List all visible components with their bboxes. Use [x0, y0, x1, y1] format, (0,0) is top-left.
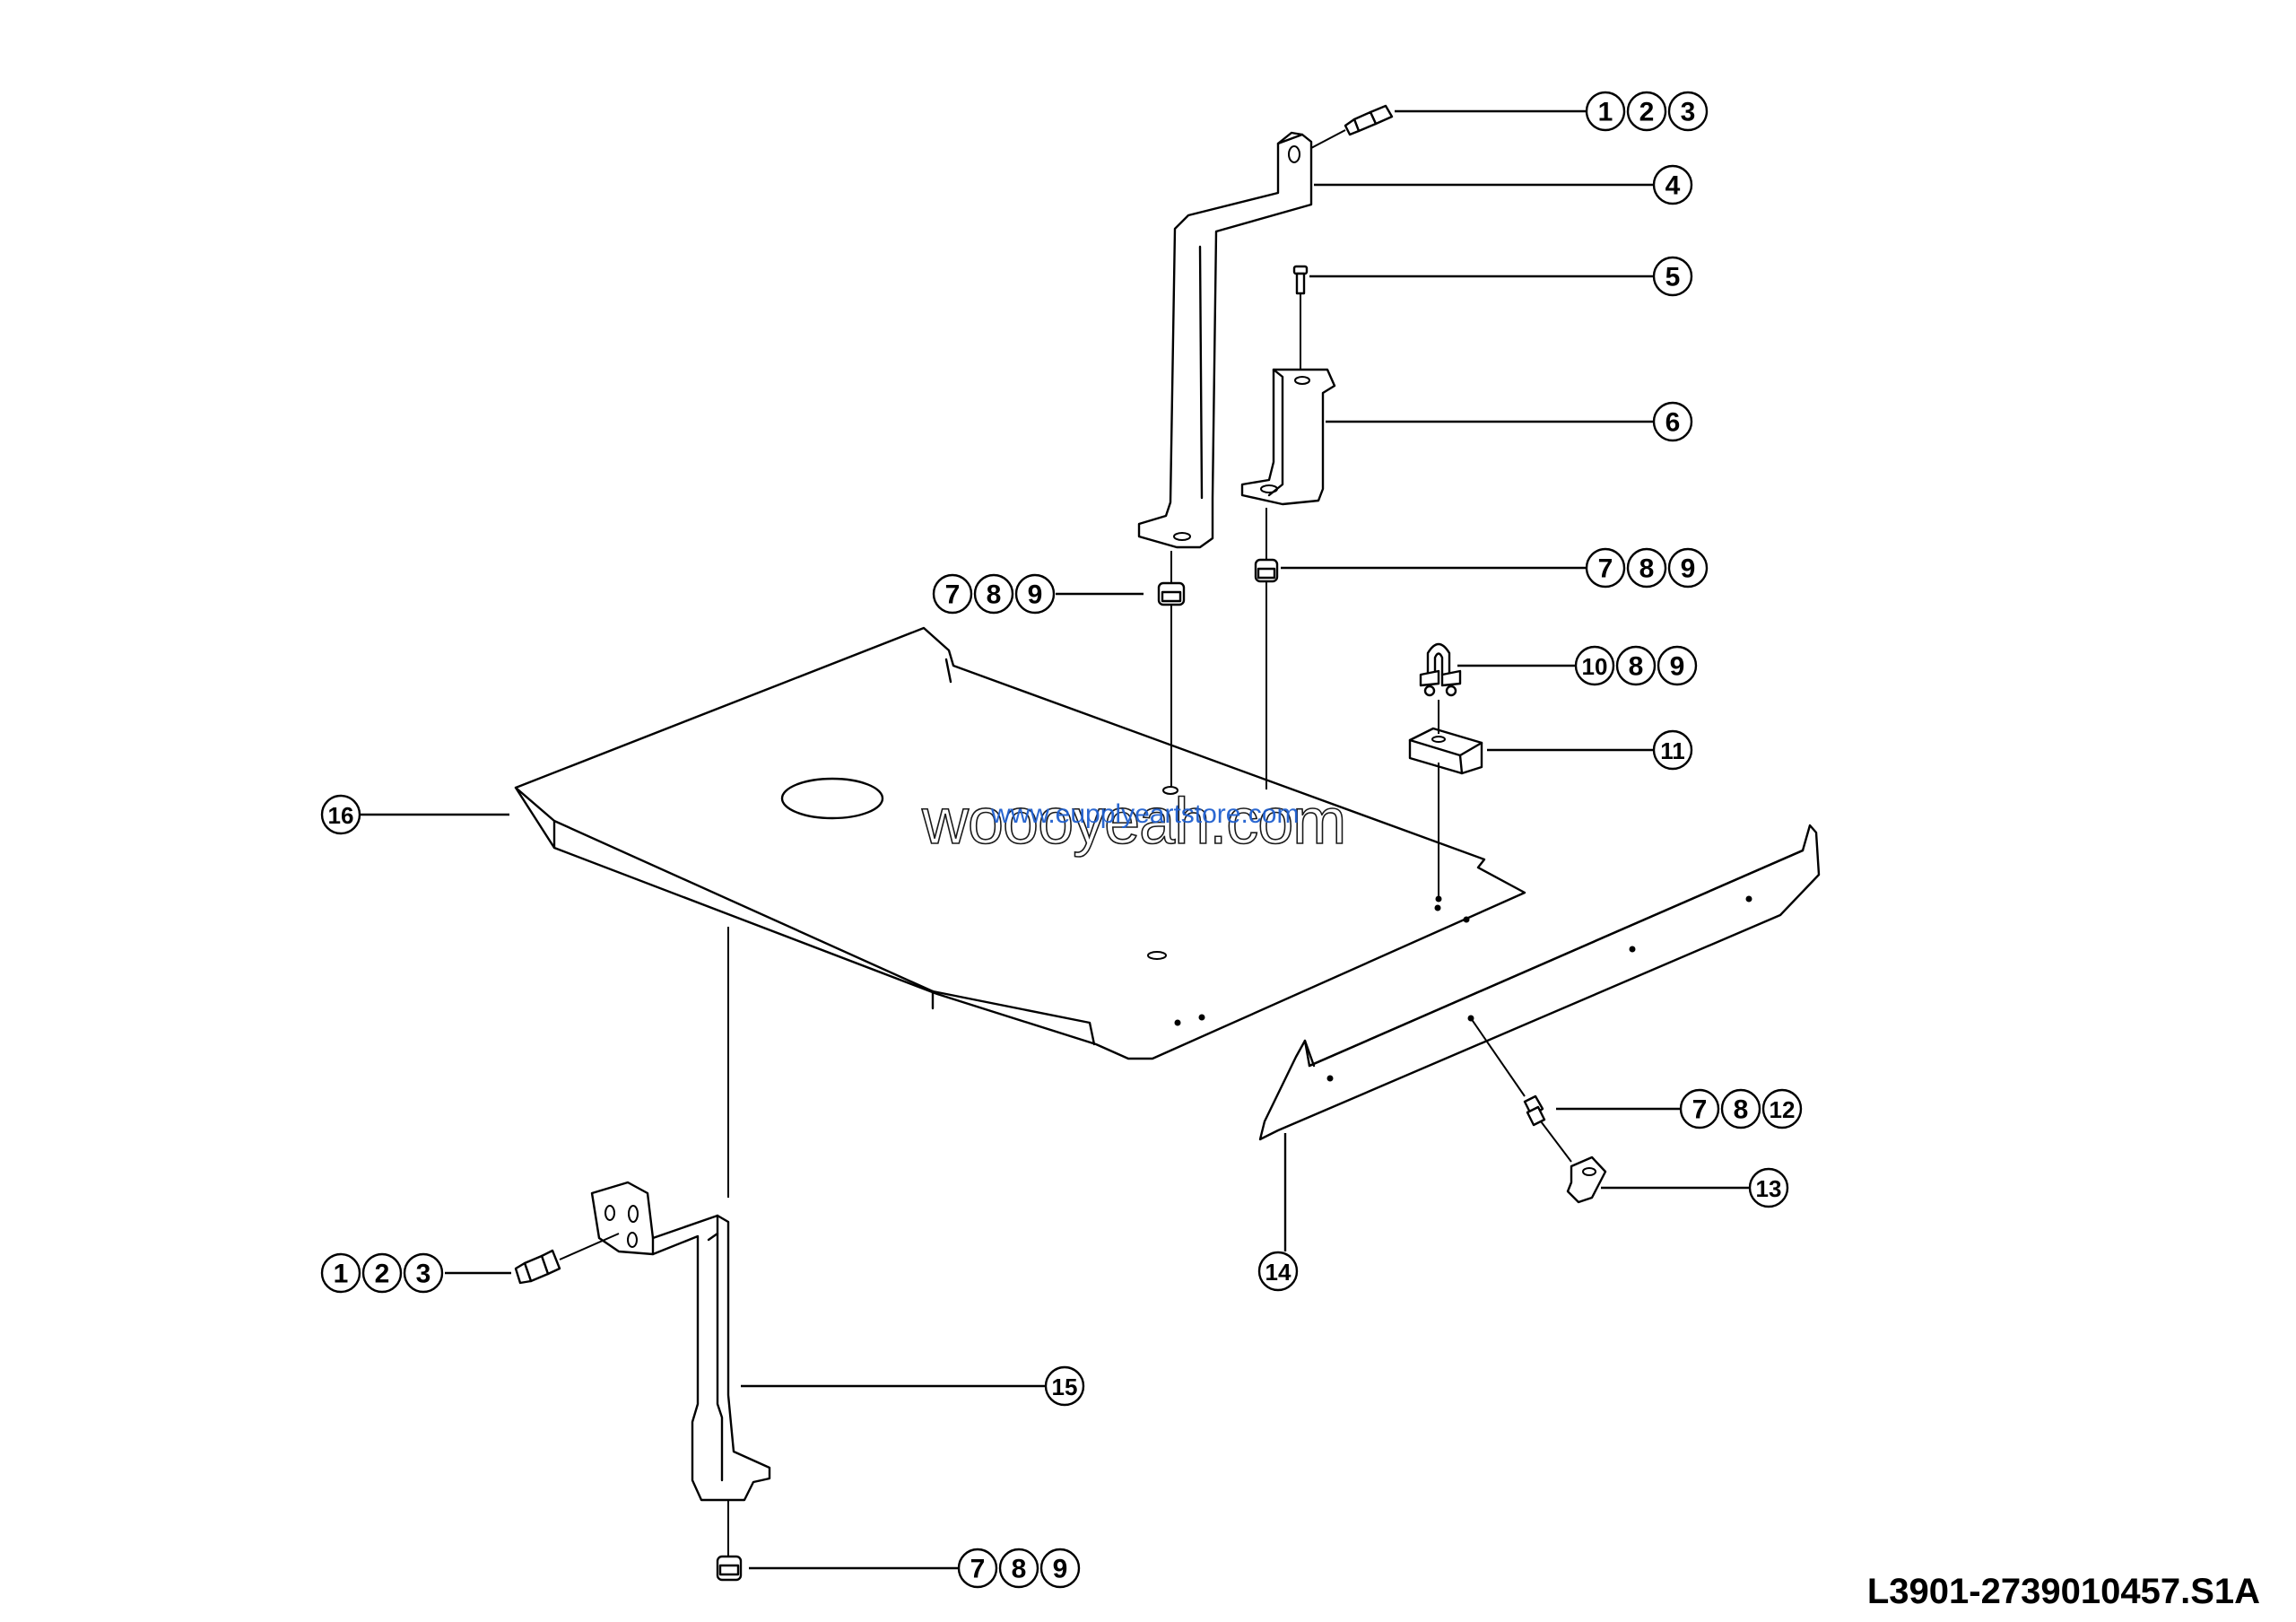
callout-number: 7	[945, 580, 961, 610]
callout-number: 8	[1012, 1555, 1027, 1584]
callout-mount-right-3: 9	[1667, 547, 1709, 589]
callout-number: 5	[1665, 263, 1681, 292]
callout-number: 9	[1028, 580, 1043, 610]
callout-number: 2	[1639, 98, 1655, 127]
rubber-mount-bottom	[716, 1555, 743, 1582]
callout-ubolt-2: 8	[1615, 645, 1657, 686]
callout-number: 8	[1639, 554, 1655, 584]
callout-number: 9	[1670, 652, 1685, 682]
callout-mount-bottom-2: 8	[998, 1548, 1039, 1589]
callout-number: 8	[1629, 652, 1644, 682]
callout-nut-12-2: 8	[1720, 1088, 1761, 1129]
callout-number: 15	[1052, 1373, 1078, 1400]
callout-top-bolt-1: 1	[1585, 91, 1626, 132]
floor-plate-part	[514, 626, 1526, 1060]
callout-number: 9	[1053, 1555, 1068, 1584]
callout-number: 16	[328, 802, 354, 829]
callout-number: 7	[970, 1555, 986, 1584]
callout-number: 10	[1582, 653, 1608, 680]
angled-rail-part	[1258, 824, 1821, 1251]
callout-number: 3	[416, 1260, 431, 1289]
rubber-mount-right	[1254, 508, 1279, 789]
block-11-part	[1408, 700, 1483, 903]
callout-mount-left-3: 9	[1014, 573, 1056, 615]
bolt-lower-part	[514, 1233, 620, 1285]
callout-ubolt-3: 9	[1657, 645, 1698, 686]
upright-bracket-part	[1137, 131, 1313, 549]
callout-bolt-lower-2: 2	[361, 1252, 403, 1294]
rubber-mount-left	[1157, 551, 1186, 788]
callout-mount-bottom-3: 9	[1039, 1548, 1081, 1589]
callout-number: 3	[1681, 98, 1696, 127]
callout-number: 6	[1665, 408, 1681, 438]
callout-plate-16-1: 16	[320, 794, 361, 835]
callout-number: 8	[987, 580, 1002, 610]
fastener-12-part	[1523, 1094, 1572, 1163]
drawing-code-label: L3901-2739010457.S1A	[1867, 1572, 2260, 1611]
bolt-top-part	[1310, 104, 1394, 149]
callout-number: 1	[1598, 98, 1613, 127]
callout-number: 2	[375, 1260, 390, 1289]
watermark-secondary: www.eupplyeartstore.com	[990, 799, 1299, 829]
bolt-5-part	[1292, 265, 1309, 370]
callout-number: 14	[1265, 1259, 1292, 1286]
clip-13-part	[1566, 1155, 1607, 1204]
hat-bracket-part	[1240, 368, 1336, 506]
u-bolt-part	[1419, 642, 1462, 697]
callout-bracket-6-1: 6	[1652, 401, 1693, 442]
watermark-primary: woooyeah.com	[921, 786, 1345, 858]
callout-clip-13-1: 13	[1748, 1167, 1789, 1208]
callout-number: 9	[1681, 554, 1696, 584]
callout-number: 4	[1665, 171, 1681, 201]
callout-top-bolt-2: 2	[1626, 91, 1667, 132]
callout-number: 1	[334, 1260, 349, 1289]
callout-mount-right-2: 8	[1626, 547, 1667, 589]
callout-mount-right-1: 7	[1585, 547, 1626, 589]
leader-lines	[361, 109, 1749, 1570]
callout-number: 13	[1756, 1175, 1782, 1202]
callout-mount-left-2: 8	[973, 573, 1014, 615]
callout-mount-bottom-1: 7	[957, 1548, 998, 1589]
callout-number: 12	[1770, 1096, 1796, 1123]
lower-bracket-part	[590, 927, 771, 1557]
callout-bolt-lower-3: 3	[403, 1252, 444, 1294]
callout-top-bolt-3: 3	[1667, 91, 1709, 132]
callout-bracket-15-1: 15	[1044, 1365, 1085, 1407]
callout-number: 7	[1598, 554, 1613, 584]
callout-ubolt-1: 10	[1574, 645, 1615, 686]
callout-number: 11	[1660, 737, 1685, 764]
callout-block-11-1: 11	[1652, 729, 1693, 771]
callout-number: 8	[1734, 1095, 1749, 1125]
callout-mount-left-1: 7	[932, 573, 973, 615]
callout-bolt-lower-1: 1	[320, 1252, 361, 1294]
callout-nut-12-3: 12	[1761, 1088, 1803, 1129]
callout-nut-12-1: 7	[1679, 1088, 1720, 1129]
callout-bolt-5-1: 5	[1652, 256, 1693, 297]
callout-number: 7	[1692, 1095, 1708, 1125]
callout-rail-14-1: 14	[1257, 1251, 1299, 1292]
callout-bracket-4-1: 4	[1652, 164, 1693, 205]
